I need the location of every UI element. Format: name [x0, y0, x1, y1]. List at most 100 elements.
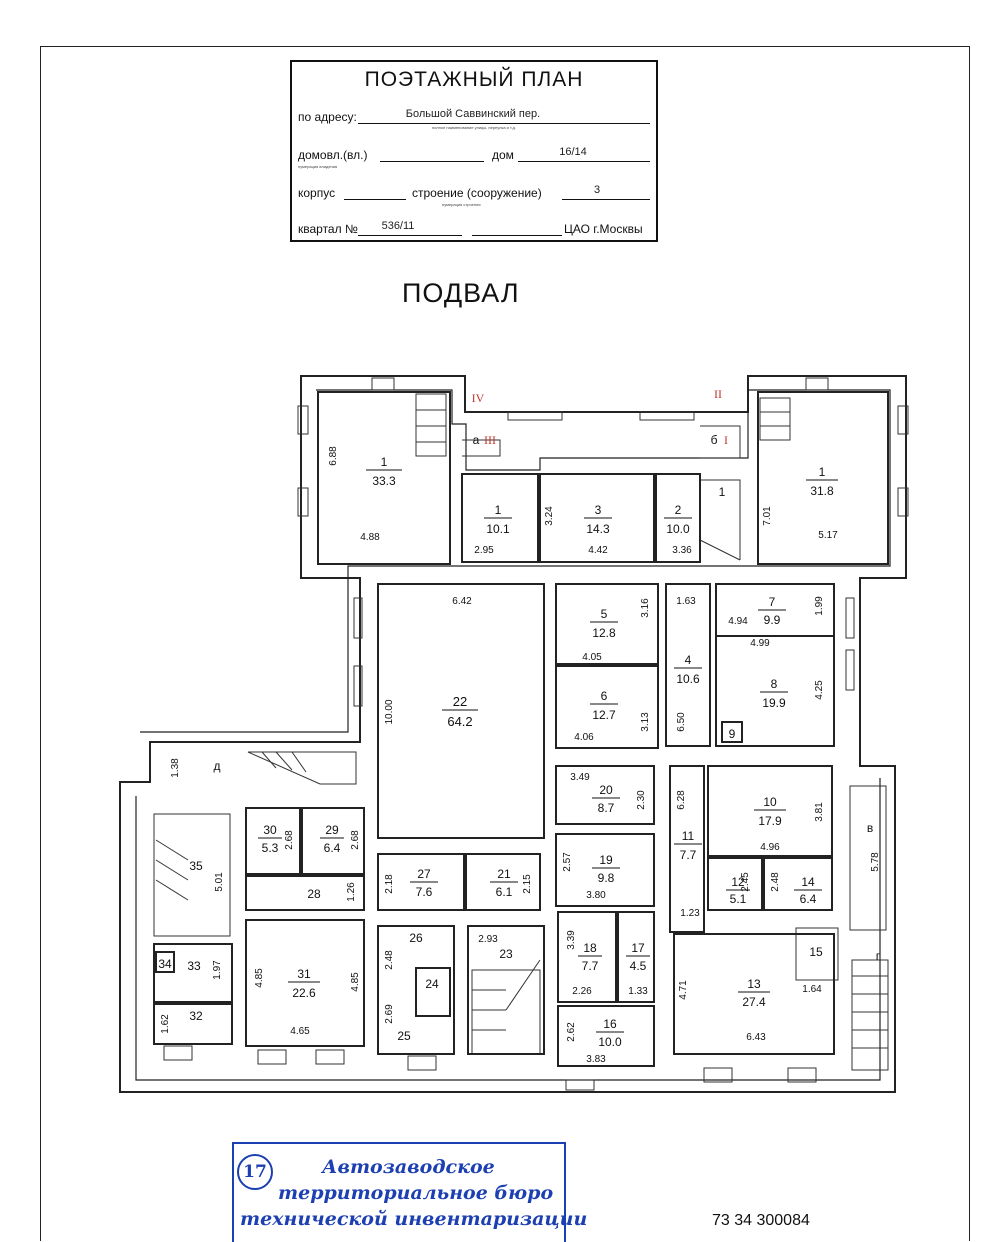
dim: 6.43: [746, 1032, 766, 1043]
dim: 2.68: [350, 830, 361, 850]
room-5-12-8: 512.8: [590, 607, 618, 640]
room-17-4-5: 174.5: [626, 941, 650, 973]
room-30-5-3: 305.3: [258, 823, 282, 855]
dim: 4.05: [582, 652, 602, 663]
stroenie-note: нумерация строения: [442, 202, 481, 207]
dim: 2.18: [384, 874, 395, 894]
address-underline: [358, 123, 650, 124]
house-label: домовл.(вл.): [298, 148, 368, 162]
label-a: а: [473, 433, 480, 447]
house-note: нумерация владения: [298, 164, 338, 169]
dim: 2.48: [770, 872, 781, 892]
korpus-label: корпус: [298, 186, 336, 200]
floor-title: ПОДВАЛ: [402, 278, 520, 308]
room-7-9-9: 79.9: [758, 595, 786, 627]
dim: 6.50: [676, 712, 687, 732]
room-8-19-9: 819.9: [760, 677, 788, 710]
svg-text:6.4: 6.4: [324, 841, 341, 855]
dim: 1.97: [212, 960, 223, 980]
dim: 5.78: [870, 852, 881, 872]
dim: 2.15: [522, 874, 533, 894]
stroenie-label: строение (сооружение): [412, 186, 542, 200]
dim: 6.88: [328, 446, 339, 466]
svg-text:8.7: 8.7: [598, 801, 615, 815]
kvartal-label: квартал №: [298, 222, 358, 236]
label-26: 26: [409, 931, 423, 945]
room-1-33-3: 133.3: [366, 455, 402, 488]
svg-text:30: 30: [263, 823, 277, 837]
room-14-6-4: 146.4: [794, 875, 822, 906]
svg-text:14.3: 14.3: [586, 522, 610, 536]
dim: 3.49: [570, 772, 590, 783]
label-1-small: 1: [719, 485, 726, 499]
dim: 2.45: [740, 872, 751, 892]
svg-text:1: 1: [381, 455, 388, 469]
house-underline: [380, 161, 484, 162]
dim: 5.17: [818, 530, 838, 541]
dim: 3.36: [672, 545, 692, 556]
dim: 4.96: [760, 842, 780, 853]
dim: 3.39: [566, 930, 577, 950]
label-v: в: [867, 821, 873, 835]
dim: 3.24: [544, 506, 555, 526]
room-18-7-7: 187.7: [578, 941, 602, 973]
svg-text:8: 8: [771, 677, 778, 691]
svg-text:12.7: 12.7: [592, 708, 616, 722]
dim: 4.85: [350, 972, 361, 992]
svg-text:10.1: 10.1: [486, 522, 510, 536]
svg-text:7.7: 7.7: [582, 959, 599, 973]
dim: 1.26: [346, 882, 357, 902]
label-9: 9: [729, 727, 736, 741]
outer-walls: [119, 375, 907, 1093]
room-12-5-1: 125.1: [726, 875, 750, 906]
label-g: г: [876, 949, 881, 963]
dim: 3.83: [586, 1054, 606, 1065]
dim: 6.28: [676, 790, 687, 810]
svg-text:9.9: 9.9: [764, 613, 781, 627]
dim: 4.94: [728, 616, 748, 627]
svg-text:4: 4: [685, 653, 692, 667]
svg-text:10.6: 10.6: [676, 672, 700, 686]
dim: 4.85: [254, 968, 265, 988]
svg-text:31: 31: [297, 967, 311, 981]
dim: 1.64: [802, 984, 822, 995]
dim: 2.57: [562, 852, 573, 872]
label-24: 24: [425, 977, 439, 991]
korpus-underline: [344, 199, 406, 200]
svg-text:13: 13: [747, 977, 761, 991]
label-34: 34: [158, 957, 172, 971]
svg-text:5.1: 5.1: [730, 892, 747, 906]
dim: 4.99: [750, 638, 770, 649]
svg-text:6: 6: [601, 689, 608, 703]
svg-text:5: 5: [601, 607, 608, 621]
svg-text:19.9: 19.9: [762, 696, 786, 710]
label-28: 28: [307, 887, 321, 901]
dim: 2.93: [478, 934, 498, 945]
stamp-line-3: технической инвентаризации: [240, 1208, 588, 1230]
marker-IV: IV: [472, 391, 485, 405]
label-23: 23: [499, 947, 513, 961]
entrance-markers: IV III II I: [472, 387, 728, 447]
dim: 3.16: [640, 598, 651, 618]
svg-text:17: 17: [631, 941, 645, 955]
dom-underline: [518, 161, 650, 162]
svg-text:10.0: 10.0: [598, 1035, 622, 1049]
room-4-10-6: 410.6: [674, 653, 702, 686]
marker-I: I: [724, 433, 728, 447]
dim: 2.62: [566, 1022, 577, 1042]
label-25: 25: [397, 1029, 411, 1043]
address-note: полное наименование улицы, переулка и т.…: [432, 125, 516, 130]
room-3-14-3: 314.3: [584, 503, 612, 536]
address-value: Большой Саввинский пер.: [405, 108, 541, 120]
svg-text:5.3: 5.3: [262, 841, 279, 855]
dim: 4.71: [678, 980, 689, 1000]
svg-text:29: 29: [325, 823, 339, 837]
room-29-6-4: 296.4: [320, 823, 344, 855]
svg-text:7.7: 7.7: [680, 848, 697, 862]
dim: 4.25: [814, 680, 825, 700]
dim: 1.99: [814, 596, 825, 616]
